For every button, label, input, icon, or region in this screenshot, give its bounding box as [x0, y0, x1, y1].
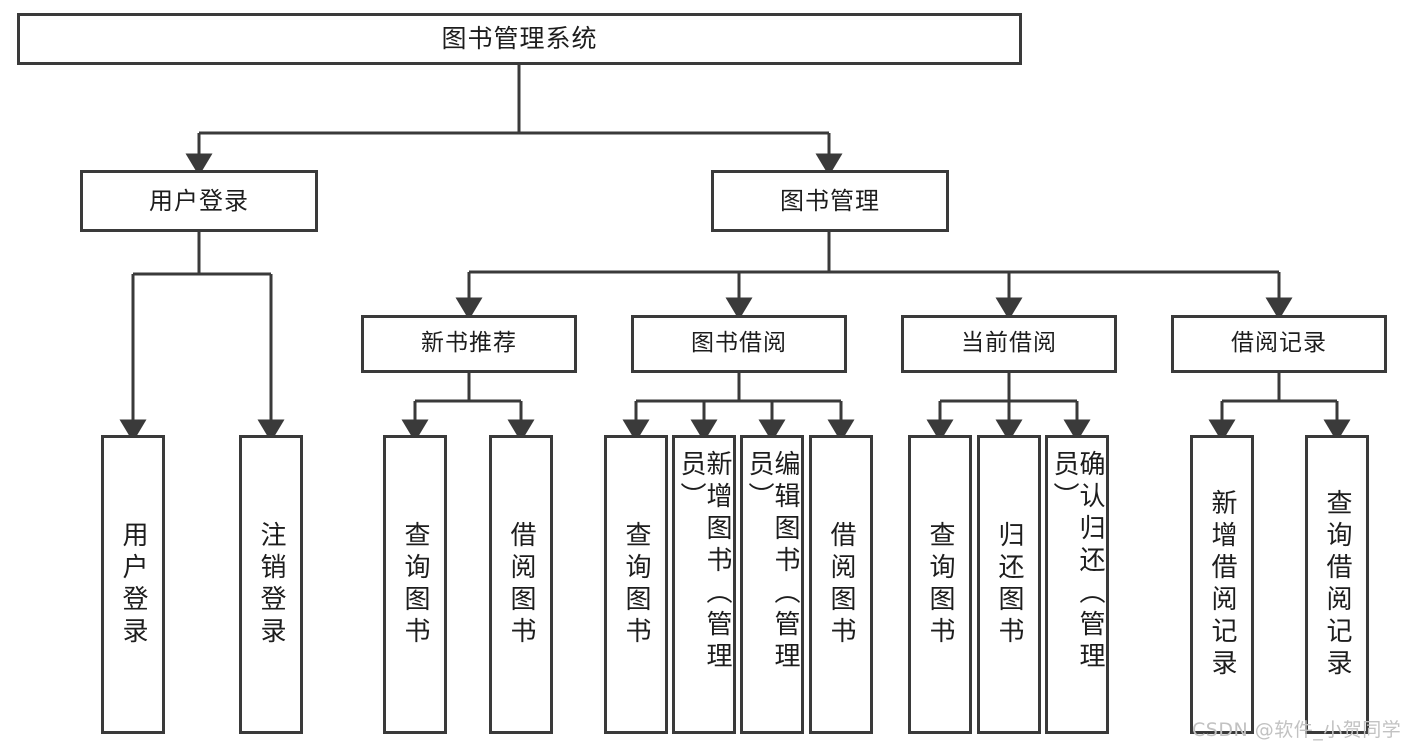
node-book-borrow[interactable]: 图书借阅	[631, 315, 847, 373]
node-label: 新增借阅记录	[1207, 488, 1237, 681]
node-current-borrow[interactable]: 当前借阅	[901, 315, 1117, 373]
node-label: 当前借阅	[961, 330, 1057, 357]
node-label: 图书借阅	[691, 330, 787, 357]
node-user-login[interactable]: 用户登录	[80, 170, 318, 232]
node-label: 查询图书	[925, 520, 955, 649]
leaf-query-borrow-record[interactable]: 查询借阅记录	[1305, 435, 1369, 734]
node-label: 借阅图书	[826, 520, 856, 649]
node-label: 注销登录	[256, 520, 286, 649]
leaf-borrow-book[interactable]: 借阅图书	[809, 435, 873, 734]
leaf-logout[interactable]: 注销登录	[239, 435, 303, 734]
leaf-add-book-admin[interactable]: 新增图书（管理员）	[672, 435, 736, 734]
leaf-confirm-return-admin[interactable]: 确认归还（管理员）	[1045, 435, 1109, 734]
leaf-query-book-borrow[interactable]: 查询图书	[604, 435, 668, 734]
node-label: 新书推荐	[421, 330, 517, 357]
node-label: 编辑图书（管理员）	[744, 449, 800, 674]
node-label: 用户登录	[149, 186, 249, 215]
node-new-book-recommend[interactable]: 新书推荐	[361, 315, 577, 373]
node-book-management[interactable]: 图书管理	[711, 170, 949, 232]
leaf-add-borrow-record[interactable]: 新增借阅记录	[1190, 435, 1254, 734]
node-label: 图书管理	[780, 186, 880, 215]
leaf-return-book[interactable]: 归还图书	[977, 435, 1041, 734]
node-label: 图书管理系统	[441, 24, 598, 53]
node-label: 查询图书	[400, 520, 430, 649]
node-label: 用户登录	[118, 520, 148, 649]
leaf-edit-book-admin[interactable]: 编辑图书（管理员）	[740, 435, 804, 734]
leaf-user-login[interactable]: 用户登录	[101, 435, 165, 734]
leaf-query-book-newbook[interactable]: 查询图书	[383, 435, 447, 734]
watermark-credit: CSDN @软件_小贺同学	[1192, 719, 1402, 741]
leaf-borrow-book-newbook[interactable]: 借阅图书	[489, 435, 553, 734]
node-label: 确认归还（管理员）	[1049, 449, 1105, 674]
leaf-query-book-current[interactable]: 查询图书	[908, 435, 972, 734]
node-root-system[interactable]: 图书管理系统	[17, 13, 1022, 65]
node-label: 借阅记录	[1231, 330, 1327, 357]
node-label: 归还图书	[994, 520, 1024, 649]
node-label: 查询图书	[621, 520, 651, 649]
node-label: 新增图书（管理员）	[676, 449, 732, 674]
node-borrow-record[interactable]: 借阅记录	[1171, 315, 1387, 373]
node-label: 查询借阅记录	[1322, 488, 1352, 681]
node-label: 借阅图书	[506, 520, 536, 649]
